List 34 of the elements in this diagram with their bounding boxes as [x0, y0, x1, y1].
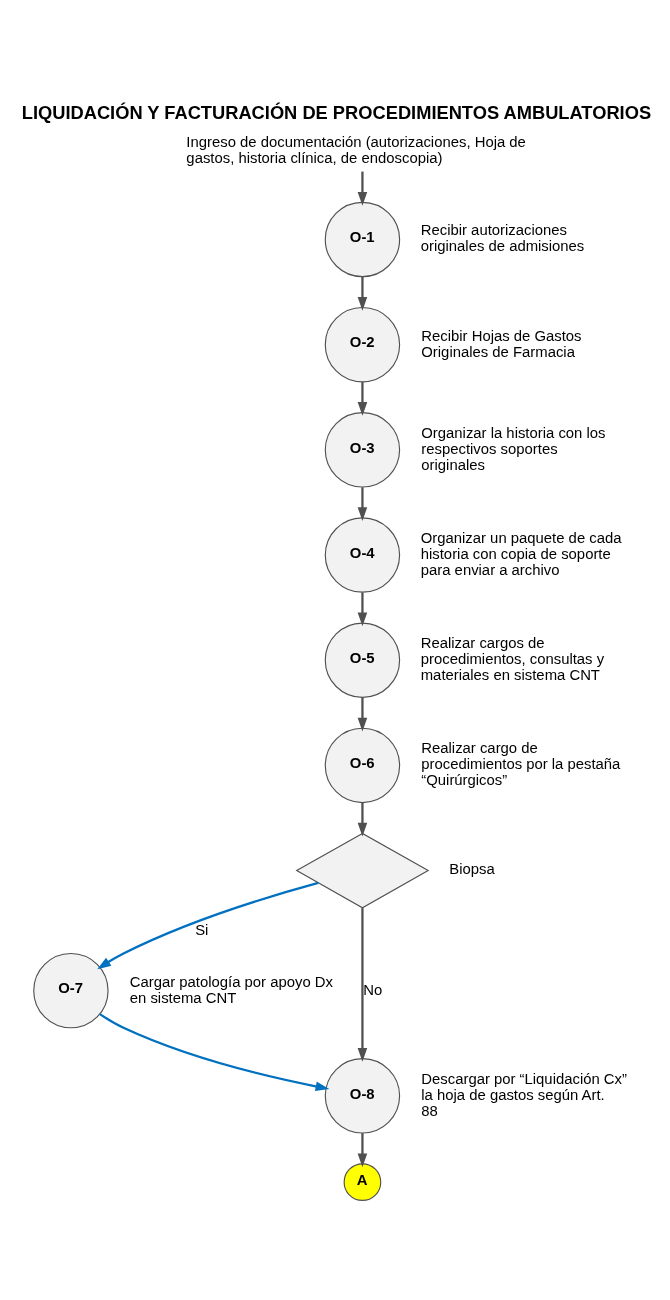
diagram-title: LIQUIDACIÓN Y FACTURACIÓN DE PROCEDIMIENTOS AMBULATORIOS — [21, 101, 652, 123]
node-circle: O-6 — [324, 727, 401, 803]
node-label: Cargar patología por apoyo Dx en sistema CNT — [129, 973, 333, 1006]
edge-label: Si — [195, 921, 209, 937]
arrow — [357, 486, 368, 521]
node-label: Recibir Hojas de Gastos Originales de Farmacia — [421, 327, 582, 360]
node-label: Realizar cargos de procedimientos, consultas y materiales en sistema CNT — [420, 634, 605, 683]
arrow — [357, 1132, 368, 1167]
node-label: Biopsa — [449, 860, 495, 877]
node-diamond — [295, 832, 430, 908]
node-label: Recibir autorizaciones originales de admisiones — [420, 221, 585, 254]
arrow — [357, 276, 368, 311]
node-label: Descargar por “Liquidación Cx” la hoja de gastos según Art. 88 — [421, 1070, 627, 1119]
arrow — [357, 907, 368, 1062]
node-circle: A — [343, 1162, 382, 1201]
node-label: Realizar cargo de procedimientos por la pestaña “Quirúrgicos” — [421, 739, 621, 788]
node-circle: O-1 — [324, 201, 401, 277]
arrow — [99, 1012, 330, 1091]
arrow — [357, 171, 368, 206]
edge-label: No — [363, 981, 383, 998]
node-label: Organizar un paquete de cada historia con copia de soporte para enviar a archivo — [420, 529, 622, 578]
arrow — [97, 881, 319, 969]
arrow — [357, 802, 368, 837]
arrow — [357, 591, 368, 626]
node-circle: O-7 — [33, 952, 109, 1028]
node-circle: O-8 — [324, 1057, 401, 1134]
node-circle: O-3 — [324, 411, 401, 488]
node-text: Ingreso de documentación (autorizaciones, Hoja de gastos, historia clínica, de endoscopia) — [186, 133, 526, 166]
arrow — [357, 381, 368, 416]
arrow — [357, 697, 368, 731]
node-circle: O-4 — [324, 516, 401, 593]
node-label: Organizar la historia con los respectivos soportes originales — [421, 424, 606, 473]
node-circle: O-2 — [324, 306, 401, 382]
node-circle: O-5 — [324, 622, 401, 698]
